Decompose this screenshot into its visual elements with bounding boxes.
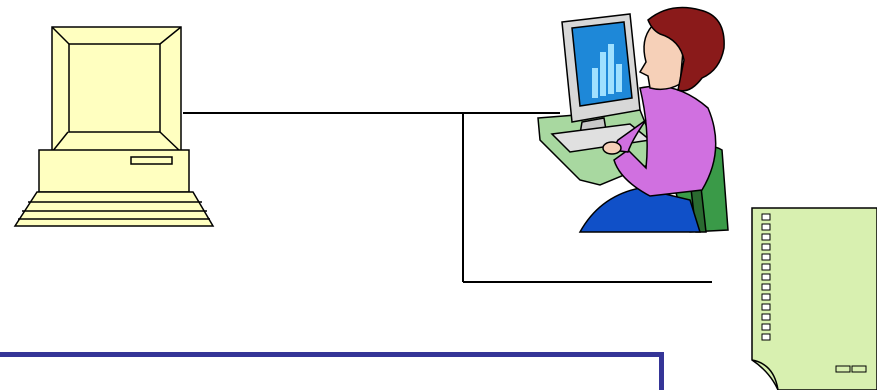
dot-matrix-printer-icon	[752, 208, 877, 390]
keyboard	[15, 192, 213, 226]
printer-paper	[752, 208, 877, 390]
drive-slot	[131, 157, 172, 164]
caption-box	[0, 352, 664, 390]
desktop-computer-icon	[15, 27, 213, 226]
woman-at-computer-icon	[538, 8, 728, 232]
monitor-screen	[69, 44, 160, 132]
